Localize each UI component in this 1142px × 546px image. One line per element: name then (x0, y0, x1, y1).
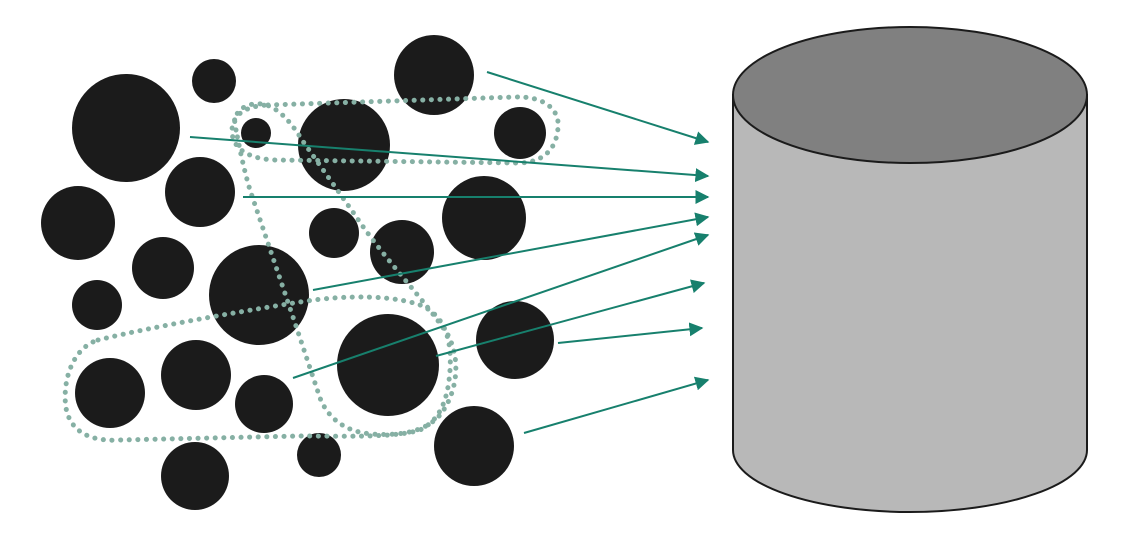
data-blob (165, 157, 235, 227)
arrow (189, 136, 710, 183)
data-blob (476, 301, 554, 379)
database-top (732, 26, 1088, 164)
data-blob (434, 406, 514, 486)
data-blob (41, 186, 115, 260)
arrow (312, 212, 710, 291)
data-blob (75, 358, 145, 428)
data-blob (442, 176, 526, 260)
database-cylinder (732, 26, 1088, 513)
data-blob (132, 237, 194, 299)
arrow (523, 376, 710, 434)
data-blob (235, 375, 293, 433)
arrow (486, 71, 710, 145)
arrows (189, 71, 710, 434)
data-blob (161, 340, 231, 410)
data-blob (297, 433, 341, 477)
group-outline-diagonal (232, 101, 459, 437)
data-blob (309, 208, 359, 258)
data-blob (494, 107, 546, 159)
data-blobs (41, 35, 554, 510)
database-body (732, 94, 1088, 513)
data-blob (72, 74, 180, 182)
data-blob (192, 59, 236, 103)
data-blob (72, 280, 122, 330)
data-blob (298, 99, 390, 191)
arrow (292, 232, 710, 379)
data-blob (370, 220, 434, 284)
group-outline-bottom (62, 294, 453, 443)
data-blob (209, 245, 309, 345)
group-outlines (62, 94, 561, 443)
arrow (557, 322, 704, 344)
arrow (435, 279, 706, 357)
data-blob (337, 314, 439, 416)
data-blob (161, 442, 229, 510)
data-blob (394, 35, 474, 115)
